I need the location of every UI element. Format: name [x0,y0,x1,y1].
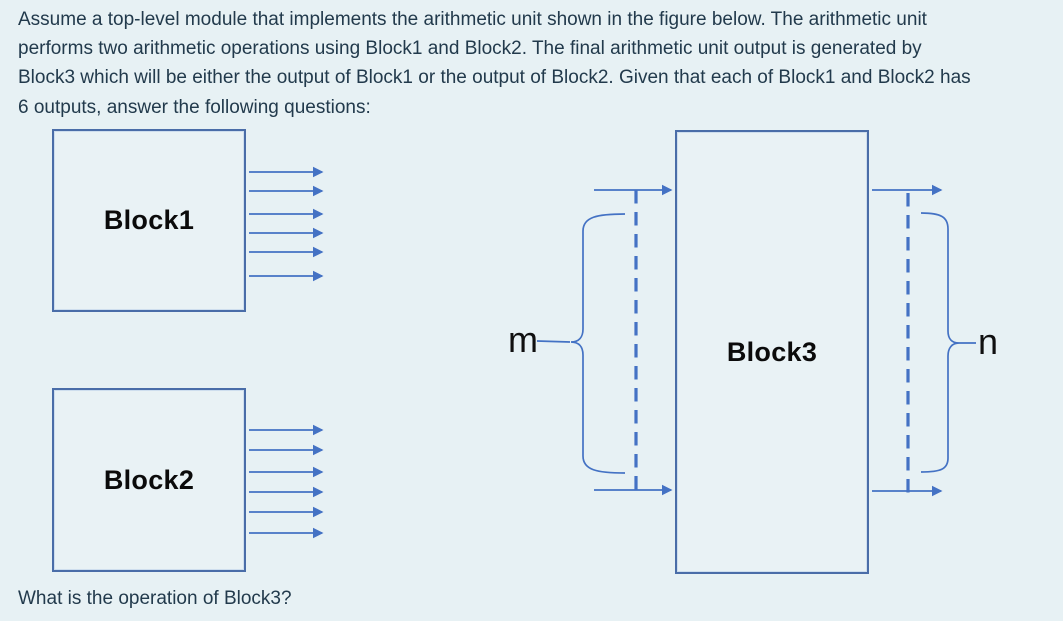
block2-box: Block2 [52,388,246,572]
block2-output-arrows [249,424,324,539]
block2-label: Block2 [103,464,195,495]
output-bus-brace [920,212,960,473]
block1-output-arrows [249,166,324,282]
question-text: What is the operation of Block3? [18,588,292,609]
intro-paragraph: Assume a top-level module that implement… [18,5,971,122]
output-bus-width-label: n [978,321,999,362]
input-bus-width-label: m [508,319,538,360]
block1-box: Block1 [52,129,246,312]
block3-input-arrows [594,184,673,496]
block3-output-arrows [872,184,943,497]
m-connector-line [536,340,571,343]
intro-line-4: 6 outputs, answer the following question… [18,96,371,118]
intro-line-1: Assume a top-level module that implement… [18,9,927,30]
block3-box: Block3 [675,130,869,574]
block3-label: Block3 [726,336,818,367]
input-bus-brace [570,213,626,474]
intro-line-2: performs two arithmetic operations using… [18,38,922,60]
intro-line-3: Block3 which will be either the output o… [18,67,971,89]
block1-label: Block1 [103,205,195,235]
